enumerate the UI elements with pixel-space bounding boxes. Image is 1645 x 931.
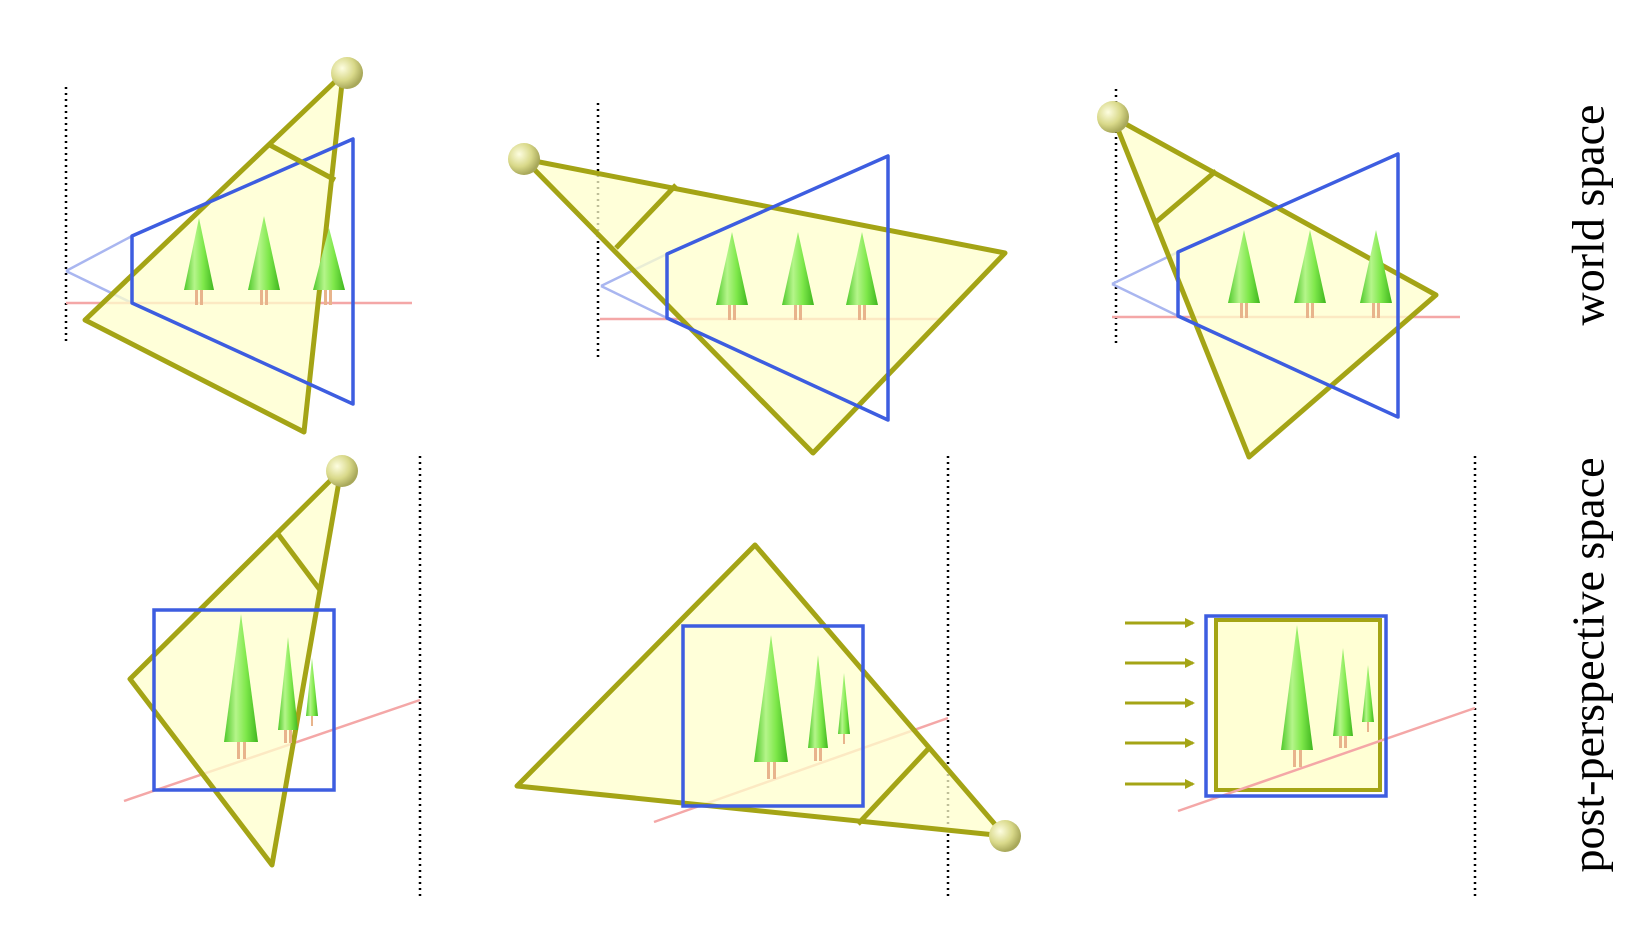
light-near-plane xyxy=(266,141,337,183)
light-near-plane xyxy=(1154,169,1218,224)
tree xyxy=(1362,665,1374,732)
tree xyxy=(808,655,828,761)
post-perspective-panel-3 xyxy=(1125,456,1477,896)
view-frustum-apex-edge xyxy=(1111,282,1179,318)
light-source-sphere xyxy=(508,143,540,175)
post-perspective-panel-1 xyxy=(123,455,422,896)
trees xyxy=(184,216,345,305)
tree xyxy=(716,232,748,320)
view-frustum-box xyxy=(1204,614,1388,798)
tree xyxy=(1228,230,1260,318)
tree xyxy=(306,658,318,726)
tree xyxy=(1294,230,1326,318)
light-frustum xyxy=(82,71,346,435)
trees xyxy=(1281,625,1374,767)
light-near-plane xyxy=(614,183,678,250)
light-near-plane xyxy=(856,745,932,826)
view-frustum-box xyxy=(152,608,336,792)
tree xyxy=(278,637,298,743)
trees xyxy=(1228,230,1392,318)
tree xyxy=(782,232,814,320)
light-frustum xyxy=(514,542,1008,839)
tree xyxy=(1333,648,1353,748)
post-perspective-panel-2 xyxy=(514,456,1021,896)
tree xyxy=(754,635,788,779)
light-source-sphere xyxy=(989,820,1021,852)
trees xyxy=(754,635,850,779)
view-frustum xyxy=(130,137,355,406)
tree xyxy=(313,228,345,305)
tree xyxy=(838,673,850,744)
light-source-sphere xyxy=(326,455,358,487)
view-frustum-apex-edge xyxy=(600,284,668,320)
tree xyxy=(224,614,258,759)
parallel-light-arrows xyxy=(1125,618,1195,789)
tree xyxy=(248,216,280,305)
view-frustum-box xyxy=(681,624,865,808)
trees xyxy=(224,614,318,759)
tree xyxy=(1281,625,1313,767)
trees xyxy=(716,232,878,320)
world-panel-3 xyxy=(1097,89,1460,460)
light-source-sphere xyxy=(331,57,363,89)
ground-line xyxy=(1177,706,1476,813)
light-frustum xyxy=(521,156,1008,456)
tree xyxy=(1360,230,1392,318)
tree xyxy=(846,232,878,320)
world-panel-1 xyxy=(64,57,412,435)
world-space-label: world space xyxy=(1562,104,1614,326)
post-perspective-space-label: post-perspective space xyxy=(1562,457,1614,873)
light-source-sphere xyxy=(1097,101,1129,133)
tree xyxy=(184,218,214,305)
view-frustum xyxy=(1176,152,1400,419)
view-frustum-apex-edge xyxy=(65,234,133,273)
light-frustum xyxy=(1110,114,1439,460)
world-panel-2 xyxy=(508,103,1008,456)
light-near-plane xyxy=(276,532,322,592)
view-frustum xyxy=(665,154,890,422)
